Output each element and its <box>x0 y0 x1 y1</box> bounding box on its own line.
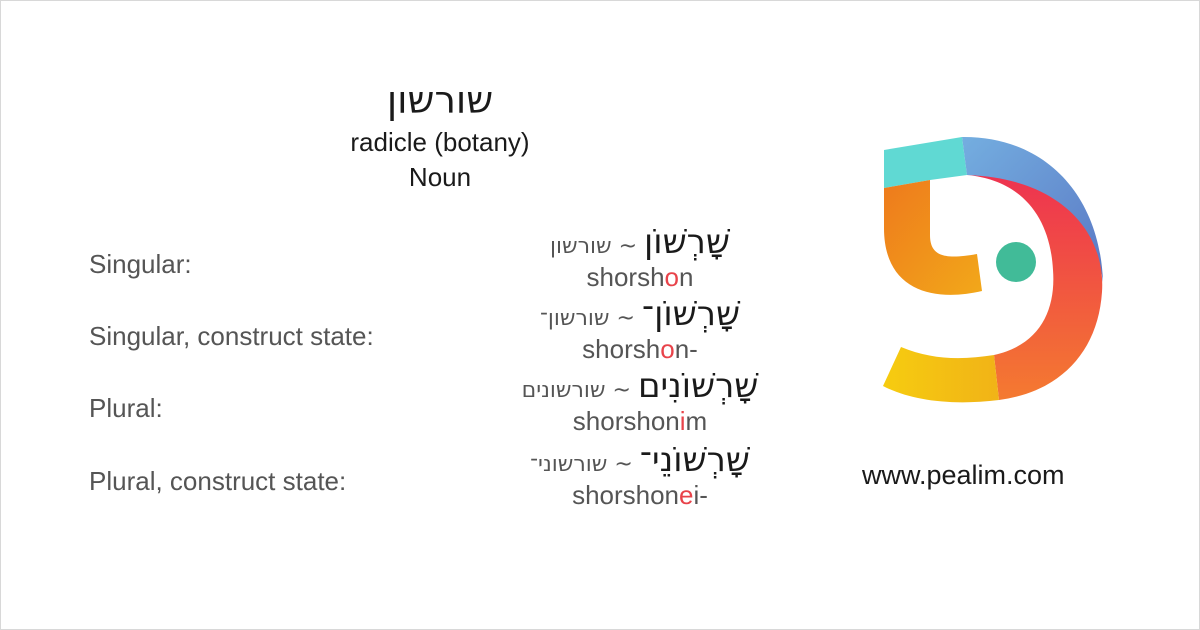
unpointed-form: שורשון <box>550 234 612 259</box>
form-plural-construct: שָׁרְשׁוֹנֵי־ ~ שורשוני־ shorshonei- <box>440 440 840 510</box>
site-url[interactable]: www.pealim.com <box>862 460 1065 490</box>
logo-blue-segment <box>962 136 1103 282</box>
form-singular-construct: שָׁרְשׁוֹן־ ~ שורשון־ shorshon- <box>440 294 840 364</box>
lemma-title: שורשון <box>386 78 494 122</box>
separator: ~ <box>609 306 642 331</box>
part-of-speech: Noun <box>408 162 472 192</box>
transliteration: shorshonei- <box>572 480 708 510</box>
form-label-plural-construct: Plural, construct state: <box>89 466 347 496</box>
form-label-singular: Singular: <box>89 249 192 279</box>
separator: ~ <box>607 452 640 477</box>
logo-teal-segment <box>884 137 967 188</box>
pointed-form: שָׁרְשׁוֹנֵי־ <box>639 440 750 480</box>
unpointed-form: שורשוני־ <box>530 452 608 477</box>
logo-red-segment <box>967 175 1103 400</box>
form-label-plural: Plural: <box>89 393 163 423</box>
pointed-form: שָׁרְשׁוֹן־ <box>641 294 741 334</box>
logo-orange-segment <box>884 180 982 295</box>
logo-dot <box>996 242 1036 282</box>
transliteration: shorshon- <box>582 334 698 364</box>
form-label-singular-construct: Singular, construct state: <box>89 321 374 351</box>
form-singular: שָׁרְשׁוֹן ~ שורשון shorshon <box>440 222 840 292</box>
separator: ~ <box>605 378 638 403</box>
form-plural: שָׁרְשׁוֹנִים ~ שורשונים shorshonim <box>440 366 840 436</box>
logo-yellow-segment <box>883 347 999 403</box>
transliteration: shorshonim <box>572 406 708 436</box>
pointed-form: שָׁרְשׁוֹנִים <box>637 366 759 406</box>
unpointed-form: שורשון־ <box>539 306 610 331</box>
separator: ~ <box>611 234 645 259</box>
unpointed-form: שורשונים <box>521 378 606 403</box>
transliteration: shorshon <box>586 262 694 292</box>
pointed-form: שָׁרְשׁוֹן <box>644 222 730 262</box>
meaning: radicle (botany) <box>350 127 530 157</box>
